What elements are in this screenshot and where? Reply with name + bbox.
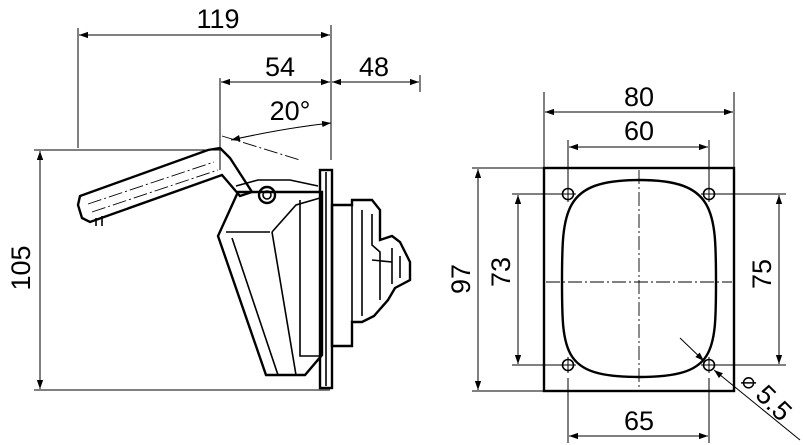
mounting-holes: [560, 186, 717, 373]
socket-lid: [76, 146, 254, 226]
body-outline: [216, 190, 324, 377]
insert-outline: [330, 198, 412, 348]
lid-inner-line-2: [91, 169, 219, 213]
lid-outline: [76, 146, 254, 224]
diameter-leader-out: [713, 369, 801, 441]
front-mounting-plate: [542, 166, 736, 393]
dim-label-5-5: 5.5: [750, 379, 798, 427]
body-edge-3: [271, 231, 297, 376]
hinge-pin-outer: [257, 185, 277, 205]
lid-inner-line-1: [87, 161, 215, 205]
dim-label-73: 73: [486, 257, 516, 287]
dim-label-119: 119: [196, 4, 239, 34]
hinge-arm: [235, 179, 319, 187]
dim-label-105: 105: [6, 245, 36, 290]
body-edge-1: [231, 237, 279, 376]
dim-label-97: 97: [446, 264, 476, 294]
dim-label-54: 54: [265, 52, 295, 82]
side-view: 119 54 48 20° 105: [6, 4, 421, 391]
hinge: [235, 179, 319, 205]
dim-label-20deg: 20°: [270, 96, 311, 126]
front-view: 80 60 65 97 73 75: [446, 82, 801, 443]
dim-label-48: 48: [359, 52, 389, 82]
body-edge-2: [271, 197, 321, 233]
dim-arc-20deg: [230, 120, 332, 142]
dim-label-60: 60: [624, 116, 654, 146]
body-inner-edge: [299, 200, 322, 357]
rear-insert: [330, 198, 412, 348]
insert-line-3: [371, 214, 381, 300]
dim-label-65: 65: [624, 406, 654, 436]
insert-line-6: [371, 259, 393, 263]
diameter-callout: ⌀ 5.5: [736, 368, 798, 427]
diameter-leader-in: [679, 337, 705, 362]
angle-reference-line: [221, 135, 301, 161]
dim-label-80: 80: [624, 82, 654, 112]
socket-body: [216, 190, 324, 377]
dim-label-75: 75: [747, 259, 777, 289]
